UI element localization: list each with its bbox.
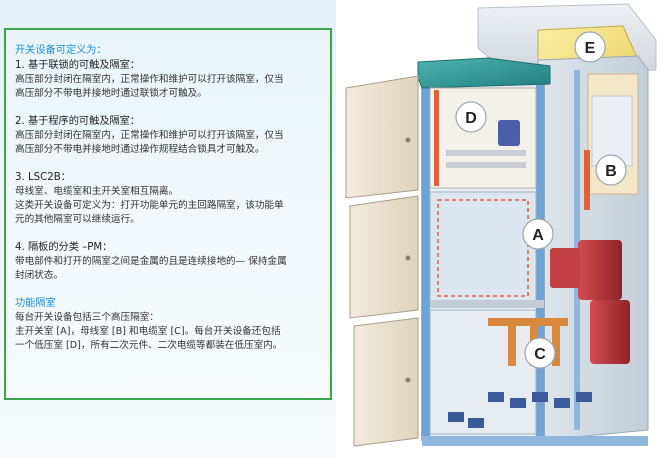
callout-D: D — [455, 101, 487, 133]
callout-A: A — [522, 218, 554, 250]
door-breaker — [349, 195, 419, 319]
breaker-pole — [578, 240, 622, 300]
callout-B: B — [595, 154, 627, 186]
breaker-compartment — [429, 191, 537, 303]
functional-line: 每台开关设备包括三个高压隔室： — [15, 312, 159, 323]
definition-title-3: 3. LSC2B： — [15, 172, 71, 183]
left-background — [0, 0, 336, 458]
cable-compartment — [429, 309, 537, 435]
callout-label: D — [465, 110, 477, 127]
copper-busbar — [552, 326, 560, 366]
cable-termination — [576, 392, 592, 402]
functional-compartments: 功能隔室 每台开关设备包括三个高压隔室： 主开关室 [A]，母线室 [B] 和电… — [15, 296, 324, 353]
functional-line: 主开关室 [A]，母线室 [B] 和电缆室 [C]。每台开关设备还包括 — [15, 326, 281, 337]
breaker-partition — [437, 199, 529, 297]
copper-busbar — [488, 318, 568, 326]
breaker-floor — [430, 300, 544, 308]
relay-unit — [498, 120, 520, 146]
cable-termination — [532, 392, 548, 402]
current-transformer — [590, 300, 630, 364]
switchgear-illustration: A B C D E — [338, 0, 663, 458]
definition-line: 这类开关设备可定义为：打开功能单元的主回路隔室，该功能单 — [15, 200, 284, 211]
functional-heading: 功能隔室 — [15, 298, 56, 309]
definition-title-4: 4. 隔板的分类 –PM： — [15, 242, 113, 253]
door-low-voltage — [345, 75, 419, 199]
switchgear-cutaway-drawing: A B C D E — [338, 0, 663, 458]
functional-line: 一个低压室 [D]，所有二次元件、二次电缆等都装在低压室内。 — [15, 340, 283, 351]
cable-termination — [488, 392, 504, 402]
low-voltage-compartment — [429, 87, 537, 189]
cable-termination — [468, 418, 484, 428]
din-rail — [446, 150, 526, 156]
din-rail — [446, 162, 526, 168]
door-handle-icon — [405, 377, 411, 383]
definition-item-4: 4. 隔板的分类 –PM： 带电部件和打开的隔室之间是金属的且是连续接地的— 保… — [15, 240, 324, 283]
definition-line: 封闭状态。 — [15, 270, 63, 281]
callout-label: C — [534, 346, 546, 363]
definition-item-1: 1. 基于联锁的可触及隔室： 高压部分封闭在隔室内，正常操作和维护可以打开该隔室… — [15, 58, 324, 101]
cable-termination — [448, 412, 464, 422]
callout-C: C — [524, 337, 556, 369]
definition-title-2: 2. 基于程序的可触及隔室： — [15, 116, 141, 127]
partition-edge — [434, 90, 439, 186]
definition-line: 高压部分封闭在隔室内，正常操作和维护可以打开该隔室，仅当 — [15, 74, 284, 85]
definition-item-2: 2. 基于程序的可触及隔室： 高压部分封闭在隔室内，正常操作和维护可以打开该隔室… — [15, 114, 324, 157]
door-handle-icon — [405, 137, 411, 143]
definition-body-1: 高压部分封闭在隔室内，正常操作和维护可以打开该隔室，仅当 高压部分不带电并接地时… — [15, 73, 324, 101]
definition-body-2: 高压部分封闭在隔室内，正常操作和维护可以打开该隔室，仅当 高压部分不带电并接地时… — [15, 129, 324, 157]
callout-label: A — [532, 227, 544, 244]
definition-line: 母线室、电缆室和主开关室相互隔离。 — [15, 186, 179, 197]
definition-line: 高压部分不带电并接地时通过操作规程结合锁具才可触及。 — [15, 144, 265, 155]
definition-title-1: 1. 基于联锁的可触及隔室： — [15, 60, 141, 71]
definition-line: 元的其他隔室可以继续运行。 — [15, 214, 140, 225]
door-handle-icon — [405, 255, 411, 261]
cabinet-base — [422, 436, 648, 446]
callout-label: E — [585, 40, 596, 57]
definition-body-4: 带电部件和打开的隔室之间是金属的且是连续接地的— 保持金属 封闭状态。 — [15, 255, 324, 283]
definition-text-panel: 开关设备可定义为： 1. 基于联锁的可触及隔室： 高压部分封闭在隔室内，正常操作… — [4, 28, 332, 400]
definition-line: 高压部分封闭在隔室内，正常操作和维护可以打开该隔室，仅当 — [15, 130, 284, 141]
busbar-partition-edge — [584, 150, 590, 210]
cable-termination — [510, 398, 526, 408]
copper-busbar — [508, 326, 516, 366]
definition-body-3: 母线室、电缆室和主开关室相互隔离。 这类开关设备可定义为：打开功能单元的主回路隔… — [15, 185, 324, 227]
callout-E: E — [574, 31, 606, 63]
definition-item-3: 3. LSC2B： 母线室、电缆室和主开关室相互隔离。 这类开关设备可定义为：打… — [15, 170, 324, 227]
cable-termination — [554, 398, 570, 408]
busbar-insulators — [591, 95, 633, 167]
front-post-left — [422, 68, 430, 440]
definition-line: 带电部件和打开的隔室之间是金属的且是连续接地的— 保持金属 — [15, 256, 287, 267]
door-cable — [353, 317, 419, 447]
functional-body: 每台开关设备包括三个高压隔室： 主开关室 [A]，母线室 [B] 和电缆室 [C… — [15, 311, 324, 353]
breaker-pole-front — [550, 248, 580, 288]
intro-heading: 开关设备可定义为： — [15, 45, 107, 56]
definition-line: 高压部分不带电并接地时通过联锁才可触及。 — [15, 88, 207, 99]
callout-label: B — [605, 163, 617, 180]
front-post-right — [536, 68, 544, 440]
